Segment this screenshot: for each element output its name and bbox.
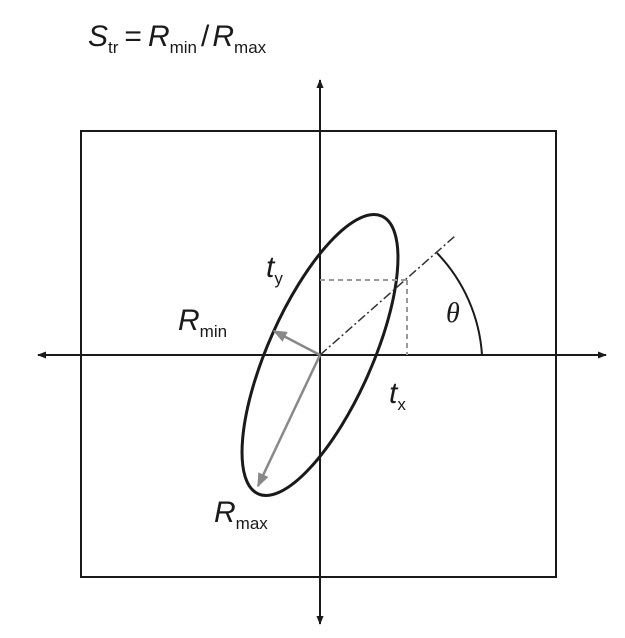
label-ty: ty [266, 251, 283, 288]
rmax-arrow [256, 354, 322, 488]
label-theta: θ [446, 298, 460, 329]
formula: Str=Rmin/Rmax [88, 20, 267, 57]
label-rmin: Rmin [178, 304, 227, 341]
label-rmax: Rmax [214, 496, 268, 533]
rmin-arrow [272, 329, 321, 357]
theta-arc [436, 252, 483, 356]
label-tx: tx [389, 377, 406, 414]
angle-line [319, 235, 456, 356]
anisotropy-ellipse [240, 213, 400, 497]
